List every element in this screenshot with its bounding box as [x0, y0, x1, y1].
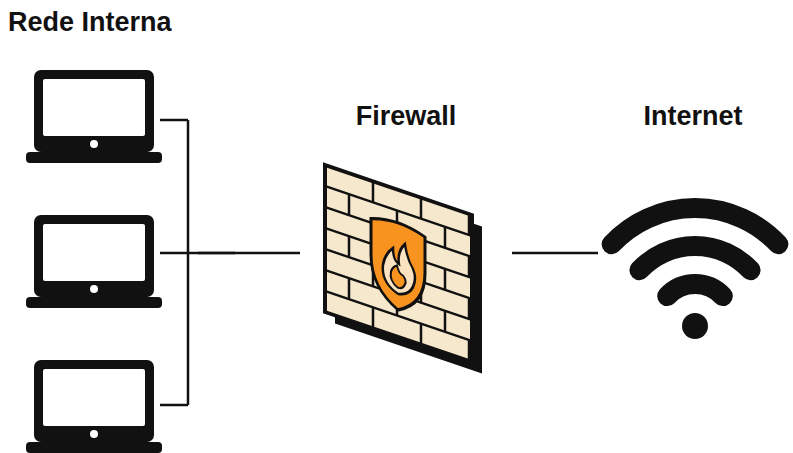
connector-line [198, 252, 300, 255]
laptop-base [26, 297, 162, 308]
laptop-base [26, 152, 162, 163]
laptop-base [26, 442, 162, 453]
brick-joint [420, 324, 423, 345]
laptop-camera [90, 430, 98, 438]
diagram-node: Firewall [300, 100, 512, 380]
laptop-screen [34, 360, 154, 442]
wifi-arc [667, 284, 723, 296]
brick-joints [325, 165, 472, 362]
flame-core [391, 263, 406, 290]
brick-joint [348, 194, 351, 215]
brick-joint [444, 227, 447, 248]
laptop-display [43, 224, 145, 281]
brick-joint [468, 298, 471, 319]
brick-joint [420, 198, 423, 219]
laptop-screen [34, 215, 154, 297]
brick-joint [444, 311, 447, 332]
firewall-icon [325, 165, 482, 373]
brick-joint [444, 269, 447, 290]
wall-face [325, 165, 472, 362]
laptop-icon [26, 215, 162, 308]
brick-joint [348, 278, 351, 299]
brick-joint [468, 256, 471, 277]
brick-joint [372, 307, 375, 328]
bracket-line [187, 120, 190, 405]
laptop-screen [34, 70, 154, 152]
bracket-line [160, 404, 188, 407]
laptop-icon [26, 360, 162, 453]
wifi-icon [612, 208, 779, 339]
flame [383, 237, 415, 300]
laptop-camera [90, 285, 98, 293]
laptop-camera [90, 140, 98, 148]
brick-joint [468, 340, 471, 361]
laptop-display [43, 369, 145, 426]
diagram-node: Internet [598, 100, 788, 350]
laptop-display [43, 79, 145, 136]
node-label: Internet [643, 100, 742, 132]
wifi-arc [639, 246, 750, 270]
laptop-icons [26, 70, 162, 453]
brick-joint [372, 181, 375, 202]
brick-joint [468, 214, 471, 235]
bracket-line [160, 119, 188, 122]
wifi-arc [612, 208, 779, 244]
node-label: Rede Interna [8, 6, 172, 38]
shield [371, 214, 425, 319]
connector-line [512, 252, 598, 255]
node-label: Firewall [356, 100, 457, 132]
wifi-dot [682, 313, 708, 339]
diagram-node: Rede Interna [8, 6, 198, 451]
laptop-icon [26, 70, 162, 163]
network-bracket [160, 120, 235, 405]
brick-joint [348, 236, 351, 257]
